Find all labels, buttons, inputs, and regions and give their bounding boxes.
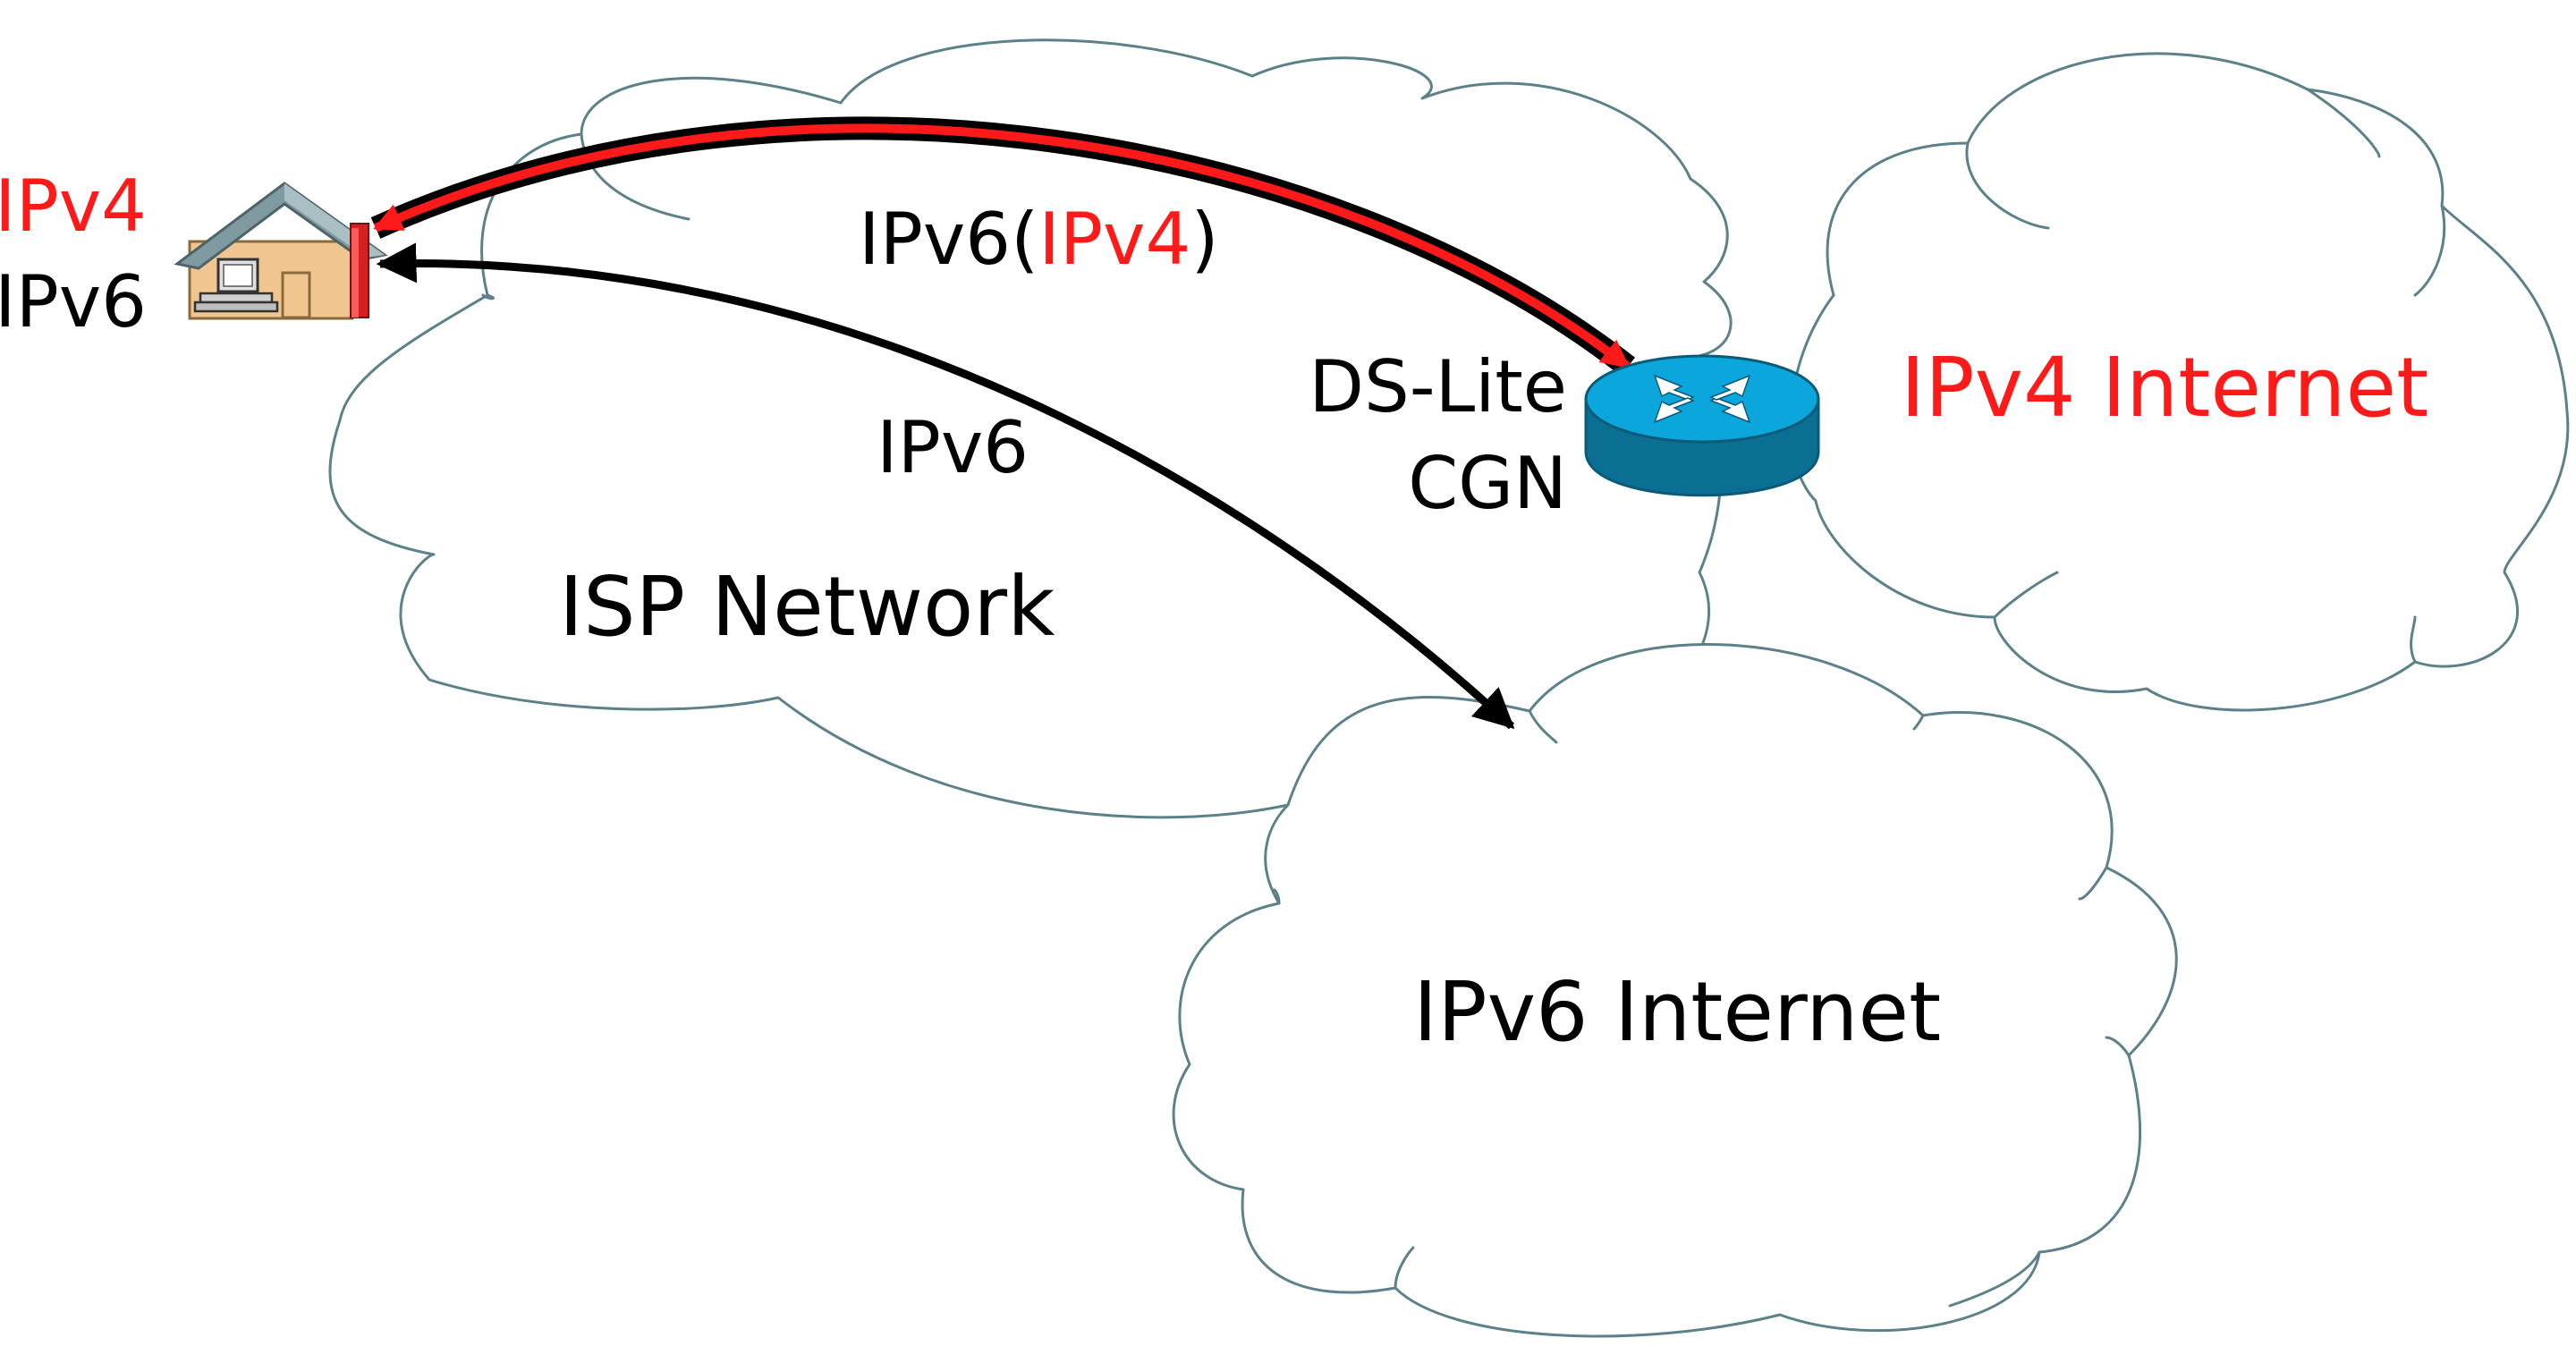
tunnel-close-label: ): [1191, 198, 1218, 281]
ipv6-internet-label: IPv6 Internet: [1413, 964, 1941, 1060]
tunnel-inner-label: IPv4: [1038, 198, 1191, 281]
tunnel-outer-label: IPv6(: [859, 198, 1038, 281]
ipv4-internet-cloud: [1789, 52, 2570, 712]
ipv4-internet-label: IPv4 Internet: [1901, 340, 2428, 436]
isp-network-cloud: [328, 38, 1733, 819]
router-label-line2: CGN: [1408, 442, 1567, 525]
home-ipv4-label: IPv4: [0, 165, 147, 248]
router-icon: [1584, 354, 1820, 497]
house-icon: [174, 182, 388, 320]
router-label-line1: DS-Lite: [1309, 345, 1567, 428]
tunnel-label: IPv6(IPv4): [859, 198, 1219, 281]
native-ipv6-arrow: [376, 242, 1515, 730]
home-ipv6-label: IPv6: [0, 260, 147, 343]
isp-network-label: ISP Network: [559, 559, 1055, 655]
ipv6-internet-cloud: [1172, 643, 2178, 1338]
native-ipv6-label: IPv6: [877, 406, 1029, 489]
